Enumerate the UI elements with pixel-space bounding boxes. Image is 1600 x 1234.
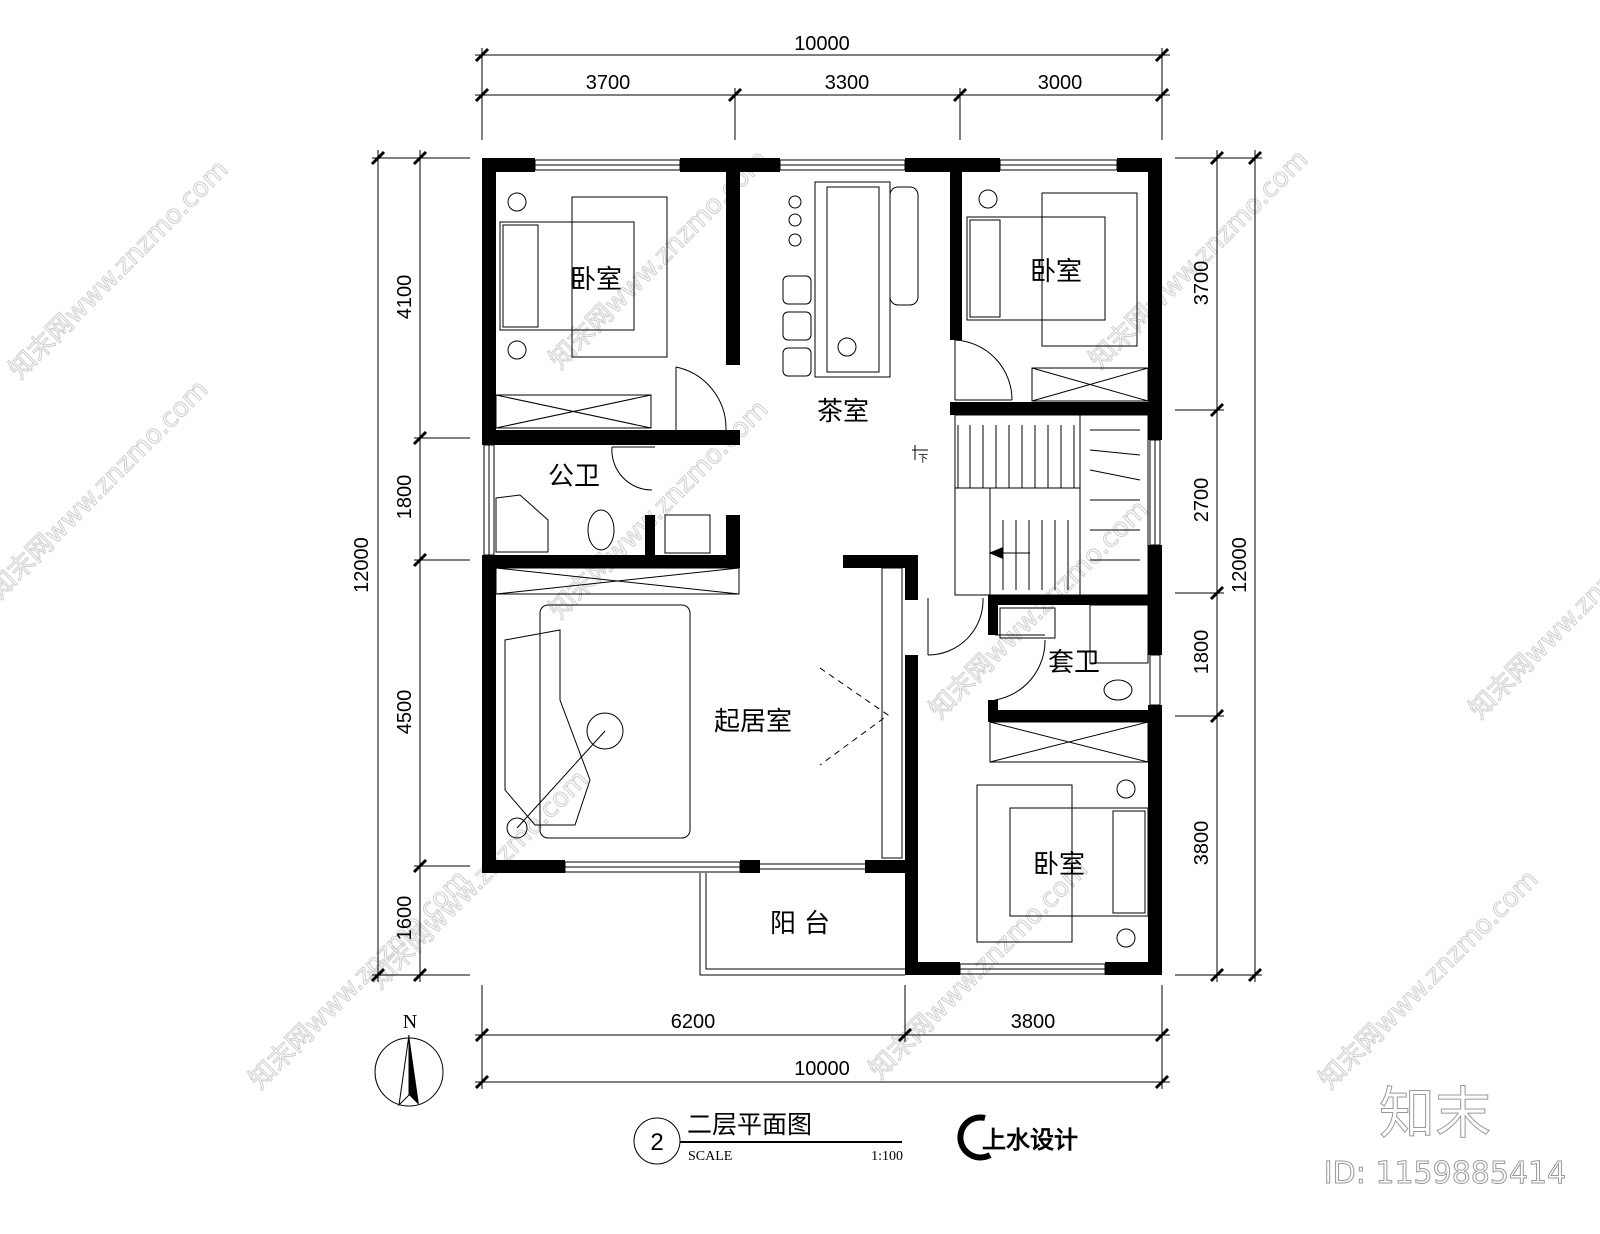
label-bedroom-ne: 卧室 xyxy=(1030,257,1082,287)
svg-text:知末网www.znzmo.com: 知末网www.znzmo.com xyxy=(544,394,775,625)
dim-right-4: 3800 xyxy=(1191,821,1213,866)
dim-top-1: 3700 xyxy=(586,72,631,94)
wardrobe-se xyxy=(989,721,1149,763)
shower-suite xyxy=(1089,604,1149,664)
dim-top-3: 3000 xyxy=(1038,72,1083,94)
dimension-ticks xyxy=(370,47,1263,1090)
dim-bottom-total: 10000 xyxy=(794,1058,850,1080)
label-public-bath: 公卫 xyxy=(548,462,600,492)
walls xyxy=(482,158,1162,975)
dim-left-4: 1600 xyxy=(394,896,416,941)
svg-text:知末网www.znzmo.com: 知末网www.znzmo.com xyxy=(1084,144,1315,375)
studio-logo: 上水设计 xyxy=(957,1114,1078,1161)
dim-bottom-2: 3800 xyxy=(1011,1011,1056,1033)
svg-text:知末网www.znzmo.com: 知末网www.znzmo.com xyxy=(4,154,235,385)
title-number: 2 xyxy=(650,1129,663,1156)
brand-watermark: 知末 ID: 1159885414 xyxy=(1323,1082,1566,1192)
sofa xyxy=(504,629,591,826)
svg-text:知末网www.znzmo.com: 知末网www.znzmo.com xyxy=(924,494,1155,725)
scale-label: SCALE xyxy=(688,1149,732,1164)
wardrobe-living xyxy=(881,567,903,859)
label-bedroom-se: 卧室 xyxy=(1033,850,1085,880)
dim-left-1: 4100 xyxy=(394,275,416,320)
north-arrow: N xyxy=(374,1011,444,1107)
rug xyxy=(539,604,691,839)
watermarks: 知末网www.znzmo.com 知末网www.znzmo.com 知末网www… xyxy=(0,144,1600,1096)
dim-bottom-1: 6200 xyxy=(671,1011,716,1033)
dimension-labels: 10000 3700 3300 3000 12000 4100 1800 450… xyxy=(351,33,1251,1080)
svg-text:ID: 1159885414: ID: 1159885414 xyxy=(1324,1156,1566,1191)
svg-text:知末: 知末 xyxy=(1379,1082,1491,1147)
dim-right-1: 3700 xyxy=(1191,261,1213,306)
wardrobe-ne xyxy=(1031,367,1149,402)
doors xyxy=(611,339,1046,701)
svg-text:知末网www.znzmo.com: 知末网www.znzmo.com xyxy=(0,374,214,605)
dim-top-2: 3300 xyxy=(825,72,870,94)
dim-top-total: 10000 xyxy=(794,33,850,55)
dim-right-3: 1800 xyxy=(1191,630,1213,675)
drawing-title: 2 二层平面图 SCALE 1:100 xyxy=(633,1110,903,1165)
cabinet-living xyxy=(495,567,740,595)
label-tea-room: 茶室 xyxy=(817,397,869,427)
dim-right-total: 12000 xyxy=(1229,537,1251,593)
shower-public xyxy=(495,494,549,553)
room-labels: 卧室 茶室 卧室 公卫 起居室 套卫 卧室 阳台 xyxy=(548,257,1100,939)
label-balcony: 阳台 xyxy=(770,909,838,939)
svg-text:知末网www.znzmo.com: 知末网www.znzmo.com xyxy=(1314,864,1545,1095)
stair-down-label: 下 xyxy=(918,454,928,465)
dim-left-3: 4500 xyxy=(394,690,416,735)
svg-text:N: N xyxy=(403,1011,417,1033)
dim-left-total: 12000 xyxy=(351,537,373,593)
dim-left-2: 1800 xyxy=(394,475,416,520)
bed-nw xyxy=(571,196,668,358)
scale-value: 1:100 xyxy=(871,1149,903,1164)
staircase xyxy=(912,414,1149,596)
bed-se xyxy=(976,784,1073,943)
svg-text:知末网www.znzmo.com: 知末网www.znzmo.com xyxy=(244,864,475,1095)
svg-text:知末网www.znzmo.com: 知末网www.znzmo.com xyxy=(864,854,1095,1085)
svg-text:上水设计: 上水设计 xyxy=(982,1126,1078,1154)
dim-right-2: 2700 xyxy=(1191,478,1213,523)
label-bedroom-nw: 卧室 xyxy=(570,265,622,295)
svg-text:知末网www.znzmo.com: 知末网www.znzmo.com xyxy=(1464,494,1600,725)
furniture xyxy=(495,181,1149,948)
label-suite-bath: 套卫 xyxy=(1048,648,1100,678)
wardrobe-nw xyxy=(495,394,652,429)
title-name: 二层平面图 xyxy=(687,1110,812,1139)
bed-ne xyxy=(1041,192,1138,347)
label-living: 起居室 xyxy=(714,707,792,737)
